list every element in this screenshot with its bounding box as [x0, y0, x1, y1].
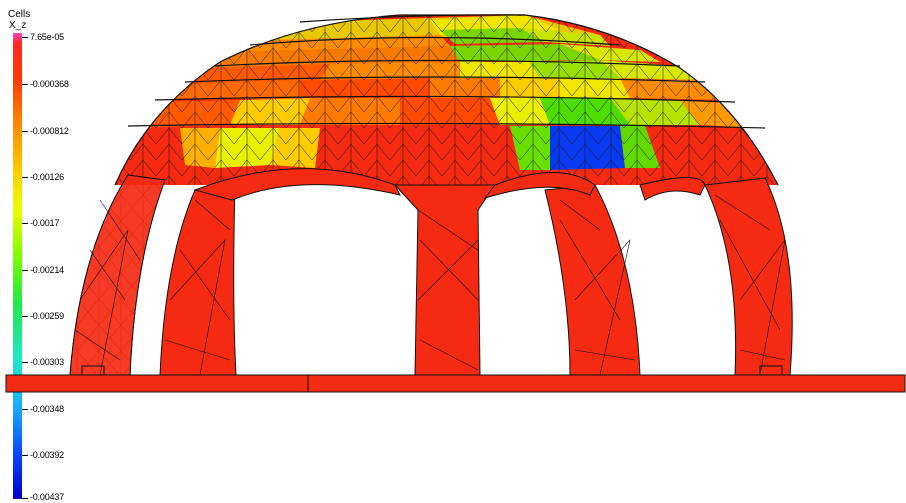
colorbar-tick-label: -0.000812 [30, 126, 69, 136]
colorbar-tick-label: -0.00392 [30, 450, 64, 460]
colorbar-tick [22, 84, 28, 85]
colorbar-tick-label: -0.0017 [30, 218, 60, 228]
colorbar-tick [22, 177, 28, 178]
ground-slab [5, 374, 906, 393]
colorbar-tick [22, 316, 28, 317]
colorbar-tick-label: -0.00348 [30, 404, 64, 414]
colorbar-tick-label: -0.00259 [30, 311, 64, 321]
colorbar-tick-label: -0.00126 [30, 172, 64, 182]
legend-title: Cells [8, 9, 31, 20]
colorbar-tick-label: -0.00437 [30, 492, 64, 502]
arch-span-outer-right [639, 177, 706, 201]
colorbar-tick [22, 131, 28, 132]
column-mesh [74, 194, 786, 376]
colorbar-tick [22, 223, 28, 224]
arch-span-right [483, 172, 596, 199]
arch-span-left [193, 168, 401, 201]
colorbar-tick [22, 498, 28, 499]
colorbar-tick-label: 7.65e-05 [30, 32, 64, 42]
colorbar-tick-label: -0.000368 [30, 79, 69, 89]
dome-outline [114, 14, 779, 186]
colorbar-tick [22, 270, 28, 271]
colorbar-tick [22, 409, 28, 410]
colorbar-tick-label: -0.00214 [30, 265, 64, 275]
colorbar [13, 33, 22, 499]
colorbar-tick-label: -0.00303 [30, 357, 64, 367]
arches [69, 174, 793, 376]
dome [115, 15, 778, 185]
colorbar-tick [22, 455, 28, 456]
colorbar-tick [22, 362, 28, 363]
legend-subtitle: X_z [9, 20, 27, 31]
colorbar-tick [22, 37, 28, 38]
footings [81, 365, 783, 376]
